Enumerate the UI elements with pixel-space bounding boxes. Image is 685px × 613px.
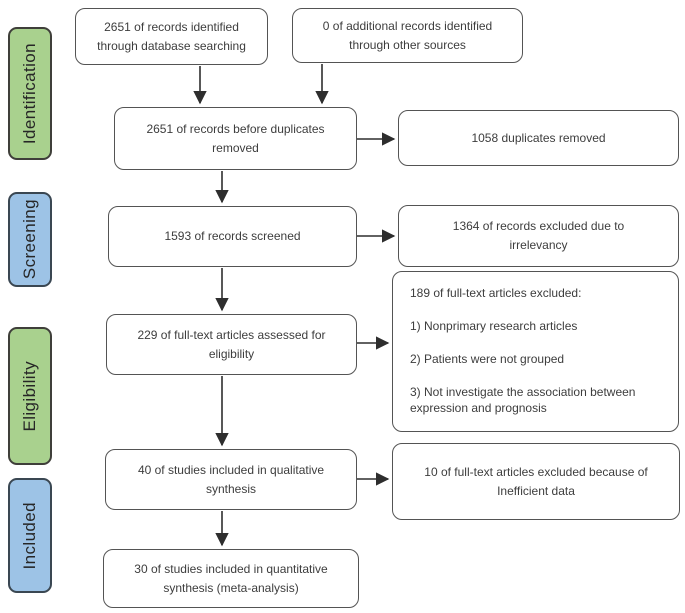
box-text-line: Inefficient data [497, 483, 575, 498]
box-text-line: 30 of studies included in quantitative [134, 561, 328, 576]
box-text-line: removed [212, 140, 259, 155]
box-text-line: through database searching [97, 38, 246, 53]
box-text-line: irrelevancy [509, 238, 568, 252]
stage-eligibility-label: Eligibility [20, 360, 39, 432]
flow-box-excluded-irrelevant: 1364 of records excluded due to irreleva… [398, 205, 679, 267]
box-text-line: 1058 duplicates removed [471, 130, 606, 145]
box-text-line: eligibility [208, 346, 255, 361]
box-text-line: 2651 of records before duplicates [146, 121, 325, 136]
exclusion-reason: 3) Not investigate the association betwe… [410, 385, 636, 415]
box-text-line: 2651 of records identified [104, 19, 239, 34]
box-text-line: 1364 of records excluded due to [452, 219, 625, 233]
stage-included: Included [8, 478, 52, 593]
exclusion-reason: 1) Nonprimary research articles [410, 319, 578, 333]
flow-box-other-sources: 0 of additional records identified throu… [292, 8, 523, 63]
stage-included-label: Included [20, 501, 39, 570]
box-text-line: synthesis (meta-analysis) [163, 580, 299, 595]
box-text-line: 10 of full-text articles excluded becaus… [424, 464, 648, 479]
box-text-line: synthesis [205, 481, 257, 496]
flow-box-duplicates-removed: 1058 duplicates removed [398, 110, 679, 166]
stage-screening: Screening [8, 192, 52, 287]
flow-box-fulltext-excluded: 189 of full-text articles excluded: 1) N… [392, 271, 679, 432]
flow-box-excluded-inefficient: 10 of full-text articles excluded becaus… [392, 443, 680, 520]
box-text-line: 40 of studies included in qualitative [137, 462, 325, 477]
box-text-line: through other sources [349, 37, 466, 52]
box-text-heading: 189 of full-text articles excluded: [410, 286, 582, 300]
box-text-line: 229 of full-text articles assessed for [137, 327, 326, 342]
flow-box-fulltext-assessed: 229 of full-text articles assessed for e… [106, 314, 357, 375]
flow-box-before-duplicates: 2651 of records before duplicates remove… [114, 107, 357, 170]
box-text-line: 0 of additional records identified [322, 18, 493, 33]
stage-screening-label: Screening [20, 199, 39, 280]
exclusion-reason: 2) Patients were not grouped [410, 352, 565, 366]
stage-eligibility: Eligibility [8, 327, 52, 465]
stage-identification-label: Identification [20, 42, 39, 145]
box-text-line: 1593 of records screened [164, 229, 301, 243]
flow-box-quantitative: 30 of studies included in quantitative s… [103, 549, 359, 608]
flow-box-screened: 1593 of records screened [108, 206, 357, 267]
flow-box-qualitative: 40 of studies included in qualitative sy… [105, 449, 357, 510]
stage-identification: Identification [8, 27, 52, 160]
flow-box-db-search: 2651 of records identified through datab… [75, 8, 268, 65]
